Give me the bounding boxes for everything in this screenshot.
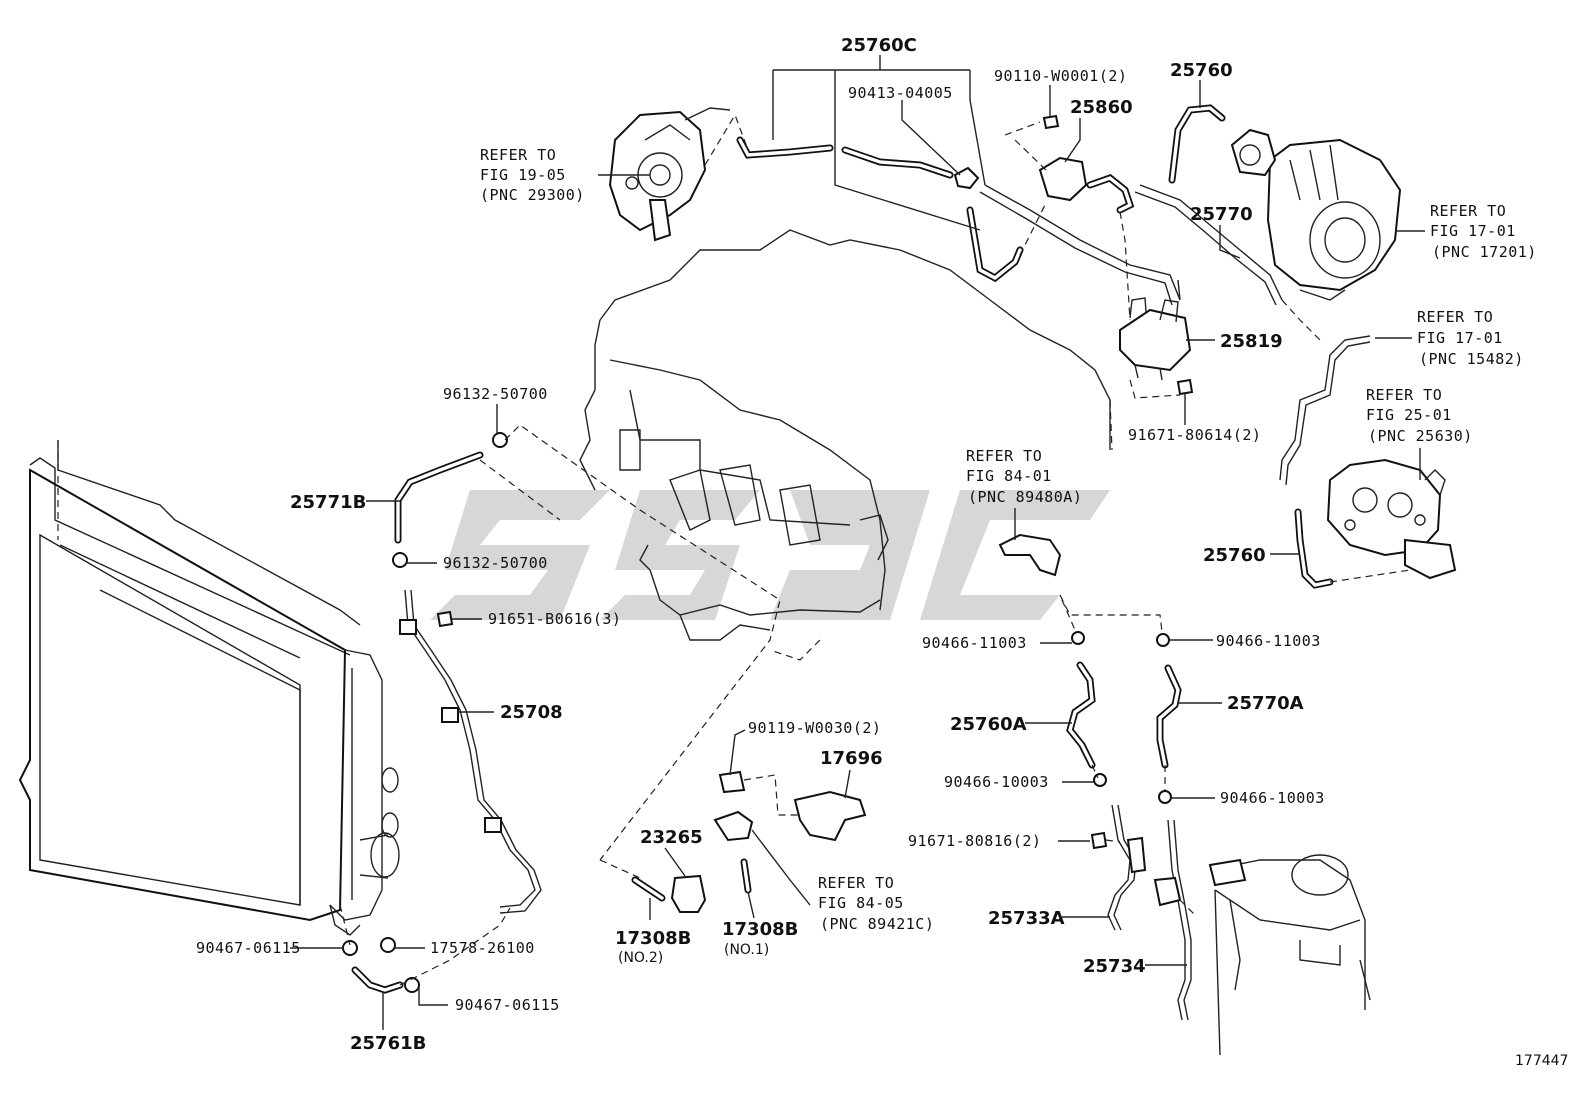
label-90119-W0030: 90119-W0030(2) [748, 719, 881, 737]
label-25770: 25770 [1190, 204, 1253, 225]
ref-fig-17-01-top-line3: (PNC 17201) [1432, 243, 1537, 261]
label-17308B-no2: 17308B [615, 928, 691, 949]
ref-fig-17-01-top-line2: FIG 17-01 [1430, 222, 1516, 240]
ref-fig-84-01-line3: (PNC 89480A) [968, 488, 1082, 506]
ref-fig-25-01-line3: (PNC 25630) [1368, 427, 1473, 445]
label-25771B: 25771B [290, 492, 366, 513]
part-labels: 25760C 90413-04005 90110-W0001(2) 25860 … [196, 35, 1568, 1069]
ref-fig-19-05-line1: REFER TO [480, 146, 556, 164]
hoses-and-pipes [351, 104, 1371, 1021]
label-17308B-no1: 17308B [722, 919, 798, 940]
label-25860: 25860 [1070, 97, 1133, 118]
label-25733A: 25733A [988, 908, 1065, 929]
ref-fig-84-01-line1: REFER TO [966, 447, 1042, 465]
label-90466-10003-left: 90466-10003 [944, 773, 1049, 791]
ref-fig-17-01-mid[interactable]: REFER TO FIG 17-01 (PNC 15482) [1417, 308, 1524, 368]
reference-notes: REFER TO FIG 19-05 (PNC 29300) REFER TO … [480, 146, 1537, 933]
label-17696: 17696 [820, 748, 883, 769]
turbocharger-drawing [1230, 128, 1402, 301]
label-25734: 25734 [1083, 956, 1146, 977]
ref-fig-17-01-mid-line3: (PNC 15482) [1419, 350, 1524, 368]
ref-fig-25-01-line1: REFER TO [1366, 386, 1442, 404]
label-90110-W0001: 90110-W0001(2) [994, 67, 1127, 85]
radiator-drawing [18, 440, 400, 936]
label-17308B-no2-sub: (NO.2) [618, 950, 663, 966]
egr-valve-drawing [1326, 458, 1457, 580]
engine-block-drawing [579, 229, 1113, 641]
label-25760A: 25760A [950, 714, 1027, 735]
label-90466-11003-right: 90466-11003 [1216, 632, 1321, 650]
ref-fig-19-05[interactable]: REFER TO FIG 19-05 (PNC 29300) [480, 146, 585, 204]
ref-fig-84-01-line2: FIG 84-01 [966, 467, 1052, 485]
ref-fig-17-01-top-line1: REFER TO [1430, 202, 1506, 220]
label-90466-10003-right: 90466-10003 [1220, 789, 1325, 807]
label-90467-06115-right: 90467-06115 [455, 996, 560, 1014]
label-90413-04005: 90413-04005 [848, 84, 953, 102]
diagram-id: 177447 [1515, 1053, 1568, 1069]
label-25770A: 25770A [1227, 693, 1304, 714]
ref-fig-84-05-line3: (PNC 89421C) [820, 915, 934, 933]
ref-fig-25-01-line2: FIG 25-01 [1366, 406, 1452, 424]
ref-fig-17-01-mid-line2: FIG 17-01 [1417, 329, 1503, 347]
label-96132-50700-top: 96132-50700 [443, 385, 548, 403]
label-90466-11003-left: 90466-11003 [922, 634, 1027, 652]
label-17578-26100: 17578-26100 [430, 939, 535, 957]
label-96132-50700-bottom: 96132-50700 [443, 554, 548, 572]
label-25819: 25819 [1220, 331, 1283, 352]
ref-fig-25-01[interactable]: REFER TO FIG 25-01 (PNC 25630) [1366, 386, 1473, 445]
dashed-connection-lines [339, 113, 1411, 986]
label-25761B: 25761B [350, 1033, 426, 1054]
label-91671-80614: 91671-80614(2) [1128, 426, 1261, 444]
ref-fig-19-05-line2: FIG 19-05 [480, 166, 566, 184]
ref-fig-84-05-line1: REFER TO [818, 874, 894, 892]
label-25760-top: 25760 [1170, 60, 1233, 81]
vsv-drawing [1119, 297, 1192, 381]
intake-pipe-drawing [1209, 854, 1371, 1056]
ref-fig-84-05[interactable]: REFER TO FIG 84-05 (PNC 89421C) [818, 874, 934, 933]
ref-fig-19-05-line3: (PNC 29300) [480, 186, 585, 204]
ref-fig-17-01-mid-line1: REFER TO [1417, 308, 1493, 326]
ref-fig-84-01[interactable]: REFER TO FIG 84-01 (PNC 89480A) [966, 447, 1082, 506]
leader-lines [290, 55, 1425, 1030]
ref-fig-84-05-line2: FIG 84-05 [818, 894, 904, 912]
label-25760C: 25760C [841, 35, 917, 56]
label-25708: 25708 [500, 702, 563, 723]
ref-fig-17-01-top[interactable]: REFER TO FIG 17-01 (PNC 17201) [1430, 202, 1537, 261]
label-91651-B0616: 91651-B0616(3) [488, 610, 621, 628]
vacuum-pump-drawing [608, 107, 731, 242]
label-17308B-no1-sub: (NO.1) [724, 942, 769, 958]
label-25760-right: 25760 [1203, 545, 1266, 566]
label-90467-06115-left: 90467-06115 [196, 939, 301, 957]
label-23265: 23265 [640, 827, 703, 848]
label-91671-80816: 91671-80816(2) [908, 832, 1041, 850]
